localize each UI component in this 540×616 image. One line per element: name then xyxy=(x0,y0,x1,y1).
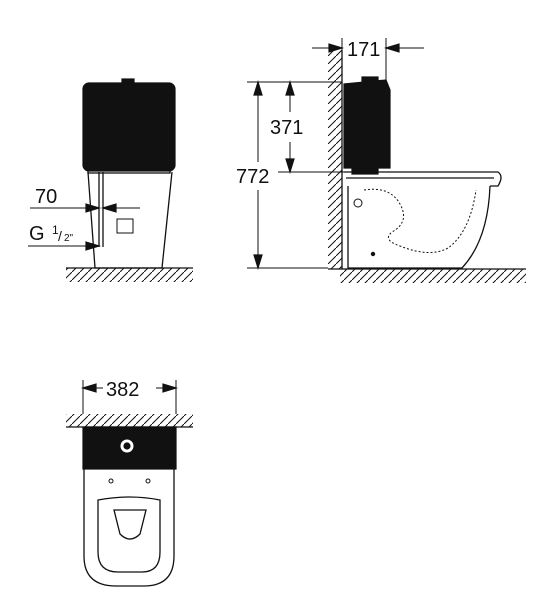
front-pedestal xyxy=(87,171,173,269)
thread-fraction-slash: / xyxy=(58,228,62,244)
bowl-fixing-hole xyxy=(353,198,363,208)
dim-171-arrow-right xyxy=(383,43,400,53)
bowl-rim xyxy=(344,171,502,187)
side-cistern-foot xyxy=(351,167,379,175)
dim-70-arrow-left xyxy=(85,203,102,213)
dim-171-label: 171 xyxy=(347,39,380,61)
side-view: 171 371 772 xyxy=(236,38,526,283)
top-fixing-left xyxy=(108,478,114,484)
top-view: 382 xyxy=(66,379,193,587)
dim-70-label: 70 xyxy=(35,186,57,208)
dim-371-arrow-bottom xyxy=(285,158,295,175)
bowl-trap xyxy=(363,188,477,253)
bowl-body xyxy=(347,185,491,269)
thread-arrow xyxy=(85,241,102,251)
front-cistern xyxy=(82,82,176,172)
wall-hatch xyxy=(328,50,342,269)
thread-label-g: G xyxy=(29,223,45,245)
top-bowl-inner xyxy=(97,496,161,573)
dim-70-arrow-right xyxy=(100,203,117,213)
dim-772-arrow-bottom xyxy=(253,254,263,271)
top-wall-hatch xyxy=(66,414,193,427)
front-floor-hatch xyxy=(66,268,193,282)
dim-382-arrow-right xyxy=(162,383,179,393)
front-view: 70 G 1 / 2" xyxy=(28,78,193,282)
dim-382-arrow-left xyxy=(80,383,97,393)
outlet-square xyxy=(116,218,134,234)
thread-fraction-num: 1 xyxy=(52,223,59,237)
dim-382-label: 382 xyxy=(106,379,139,401)
front-cistern-base xyxy=(87,164,171,174)
top-bowl-drain xyxy=(113,509,147,540)
top-fixing-right xyxy=(145,478,151,484)
dim-772-label: 772 xyxy=(236,166,269,188)
top-flush-button-inner xyxy=(123,442,131,450)
dim-171-arrow-left xyxy=(328,43,345,53)
dim-772-arrow-top xyxy=(253,79,263,96)
thread-fraction-den: 2" xyxy=(64,233,74,244)
dim-371-label: 371 xyxy=(270,117,303,139)
side-cistern xyxy=(343,79,391,169)
top-bowl-outline xyxy=(83,469,175,587)
bowl-drain-dot xyxy=(370,251,376,257)
dim-371-arrow-top xyxy=(285,79,295,96)
side-floor-hatch xyxy=(340,269,526,283)
